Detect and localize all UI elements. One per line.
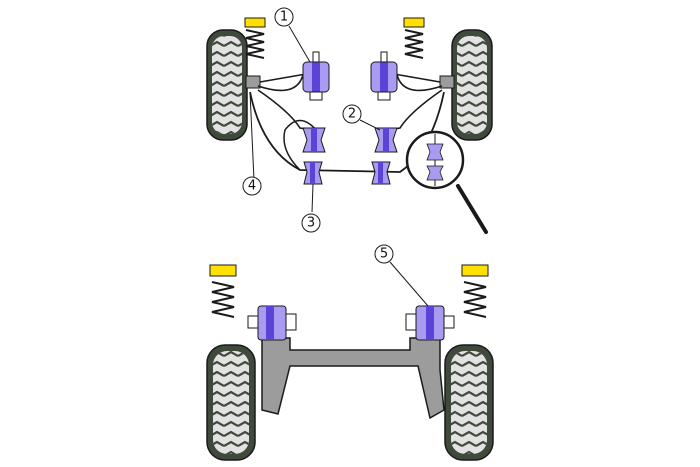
wishbone-front-bush-left (302, 51, 330, 101)
front-left-hub (245, 75, 261, 89)
anti-roll-bar-left (283, 119, 319, 171)
front-axle (206, 17, 493, 234)
rear-left-wheel (206, 344, 256, 461)
front-left-spring (244, 17, 266, 59)
callout-2-label: 2 (348, 107, 356, 122)
front-right-spring (403, 17, 425, 59)
rear-beam-bush-right (405, 305, 455, 341)
wishbone-rear-bush-right (374, 127, 398, 153)
callout-5-label: 5 (380, 247, 388, 262)
wishbone-rear-bush-left (302, 127, 326, 153)
rear-right-spring (461, 264, 489, 318)
callout-4: 4 (242, 176, 262, 196)
magnifier-icon (405, 130, 488, 234)
callout-2: 2 (342, 104, 362, 124)
front-right-hub (439, 75, 455, 89)
callout-3: 3 (301, 213, 321, 233)
rear-axle (206, 264, 494, 461)
anti-roll-bar-bush-right (371, 161, 391, 185)
anti-roll-bar (249, 91, 445, 173)
callout-3-label: 3 (307, 216, 315, 231)
anti-roll-bar-bush-left (303, 161, 323, 185)
rear-beam-bush-left (247, 305, 297, 341)
callout-4-label: 4 (248, 179, 256, 194)
front-right-wheel (451, 29, 493, 141)
callout-1: 1 (274, 7, 294, 27)
callout-5: 5 (374, 244, 394, 264)
callout-1-label: 1 (280, 10, 288, 25)
rear-twist-beam (261, 337, 445, 420)
front-left-wheel (206, 29, 248, 141)
rear-left-spring (209, 264, 237, 318)
rear-right-wheel (444, 344, 494, 461)
wishbone-front-bush-right (370, 51, 398, 101)
callouts (249, 25, 429, 307)
